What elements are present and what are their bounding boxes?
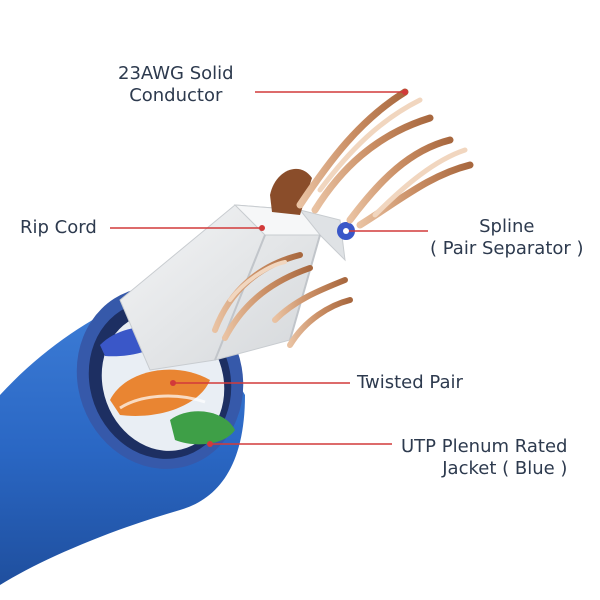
label-spline-line2: ( Pair Separator ) (430, 238, 584, 259)
label-spline-line1: Spline (479, 216, 535, 237)
label-twisted-pair: Twisted Pair (357, 372, 463, 393)
label-rip-cord: Rip Cord (20, 217, 97, 238)
leader-dots (170, 89, 408, 447)
leader-lines (110, 91, 428, 445)
label-spline: Spline ( Pair Separator ) (430, 216, 584, 260)
spline-separator (119, 204, 346, 371)
label-conductor-line1: 23AWG Solid (118, 63, 234, 84)
copper-conductors (212, 88, 474, 348)
label-conductor: 23AWG Solid Conductor (118, 63, 234, 107)
label-jacket-line2: Jacket ( Blue ) (442, 458, 568, 479)
label-jacket: UTP Plenum Rated Jacket ( Blue ) (401, 436, 567, 480)
label-conductor-line2: Conductor (129, 85, 223, 106)
label-jacket-line1: UTP Plenum Rated (401, 436, 568, 457)
